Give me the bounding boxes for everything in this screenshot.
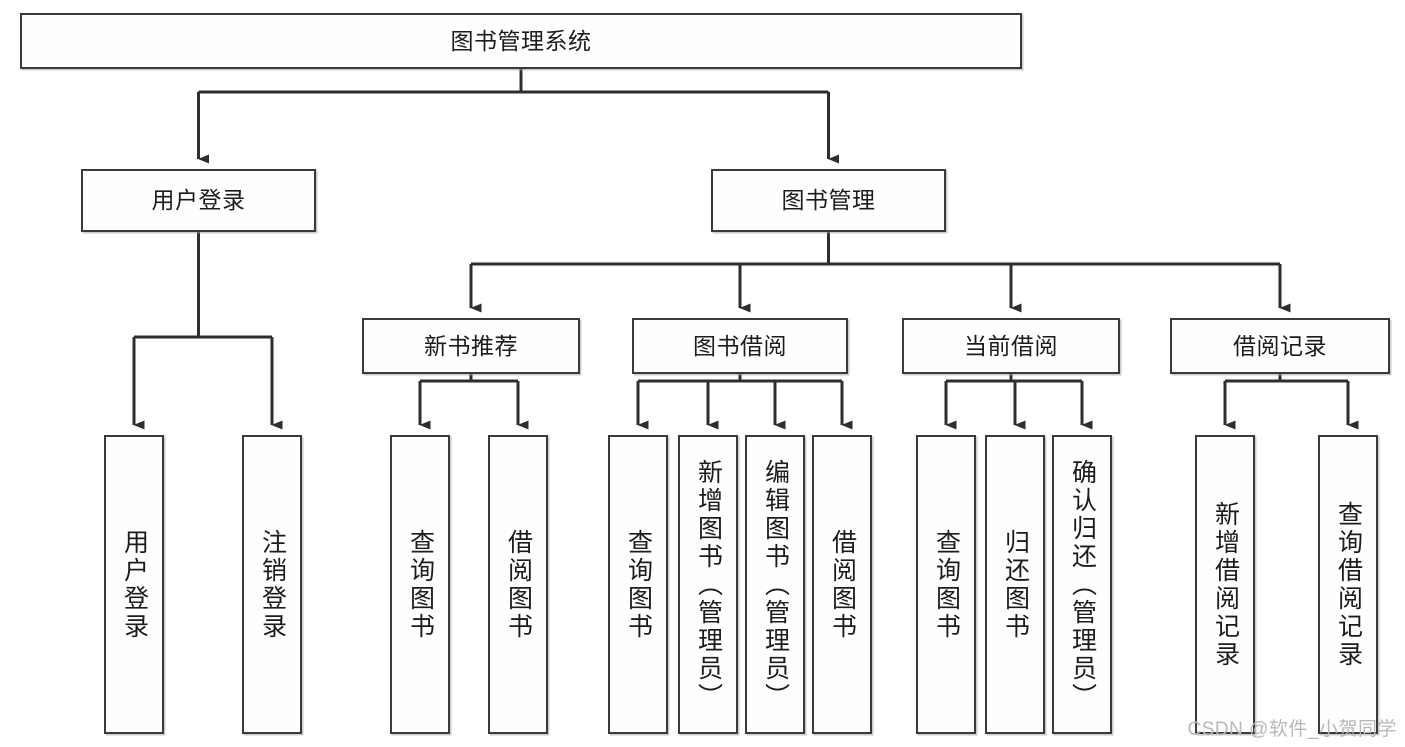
node-user-login: 用户登录 [81, 169, 316, 232]
node-leaf-user-login: 用户登录 [104, 435, 164, 734]
node-leaf-borrow-book-1: 借阅图书 [488, 435, 548, 734]
node-leaf-query-book-2: 查询图书 [608, 435, 668, 734]
node-label: 用户登录 [151, 187, 246, 214]
node-leaf-query-book-3: 查询图书 [916, 435, 976, 734]
node-label: 查询图书 [406, 528, 435, 641]
node-label: 注销登录 [258, 528, 287, 641]
node-label: 图书借阅 [693, 332, 787, 359]
node-leaf-confirm-return: 确认归还（管理员） [1052, 435, 1112, 734]
node-label: 新书推荐 [424, 332, 518, 359]
node-borrow-record: 借阅记录 [1170, 318, 1390, 374]
node-book-manage: 图书管理 [711, 169, 946, 232]
node-label: 当前借阅 [964, 332, 1058, 359]
node-leaf-borrow-book-2: 借阅图书 [812, 435, 872, 734]
node-new-book-rec: 新书推荐 [362, 318, 580, 374]
node-leaf-add-book: 新增图书（管理员） [678, 435, 738, 734]
node-label: 新增借阅记录 [1211, 500, 1240, 669]
node-label: 归还图书 [1001, 528, 1030, 641]
node-leaf-add-record: 新增借阅记录 [1195, 435, 1255, 734]
node-leaf-query-record: 查询借阅记录 [1318, 435, 1378, 734]
node-leaf-query-book-1: 查询图书 [390, 435, 450, 734]
node-label: 编辑图书（管理员） [761, 458, 790, 711]
node-label: 借阅图书 [504, 528, 533, 641]
node-label: 用户登录 [120, 528, 149, 641]
node-label: 新增图书（管理员） [694, 458, 723, 711]
node-label: 借阅图书 [828, 528, 857, 641]
node-leaf-return-book: 归还图书 [985, 435, 1045, 734]
node-leaf-edit-book: 编辑图书（管理员） [745, 435, 805, 734]
node-label: 图书管理系统 [450, 27, 592, 54]
node-label: 图书管理 [781, 187, 876, 214]
node-leaf-logout: 注销登录 [242, 435, 302, 734]
node-label: 查询借阅记录 [1334, 500, 1363, 669]
node-label: 查询图书 [624, 528, 653, 641]
watermark-text: CSDN @软件_小贺同学 [1187, 719, 1397, 740]
node-label: 借阅记录 [1233, 332, 1327, 359]
node-label: 确认归还（管理员） [1068, 458, 1097, 711]
node-root: 图书管理系统 [20, 13, 1022, 69]
node-book-borrow: 图书借阅 [632, 318, 848, 374]
node-label: 查询图书 [932, 528, 961, 641]
node-current-borrow: 当前借阅 [902, 318, 1120, 374]
